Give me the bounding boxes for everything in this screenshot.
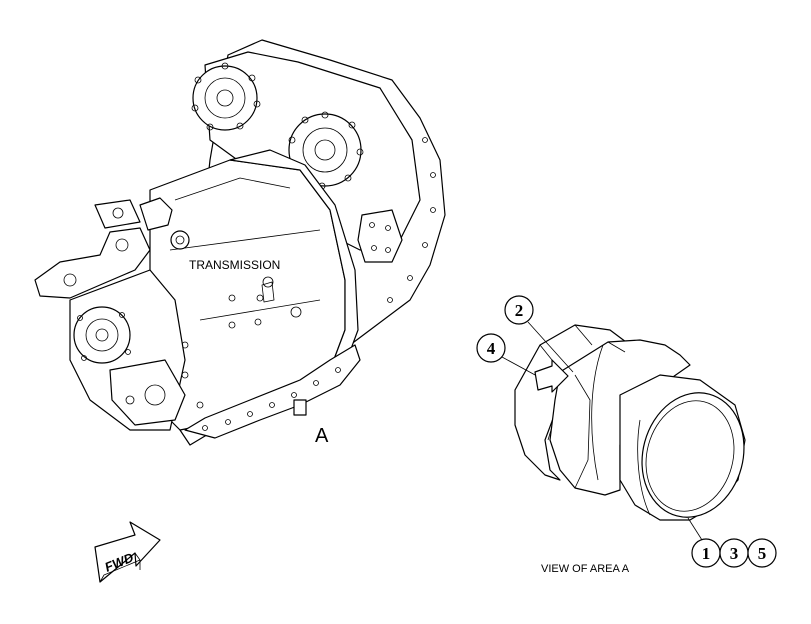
callout-5: 5 [747,538,777,568]
svg-text:2: 2 [515,301,524,320]
transmission-label: TRANSMISSION [189,258,280,272]
leader-2 [527,321,574,373]
pointer-arrow-icon [534,359,569,393]
fitting-detail [514,324,746,521]
callout-2: 2 [504,295,534,325]
transmission-assembly [34,39,446,446]
fwd-arrow-icon: FWD [94,521,161,583]
svg-text:3: 3 [730,544,739,563]
callout-3: 3 [719,538,749,568]
leader-1 [687,517,703,541]
svg-text:4: 4 [487,339,496,358]
callout-4: 4 [476,333,506,363]
svg-text:5: 5 [758,544,767,563]
area-a-marker: A [315,425,329,447]
view-of-area-a-caption: VIEW OF AREA A [541,563,630,575]
svg-text:1: 1 [702,544,711,563]
callout-1: 1 [691,538,721,568]
